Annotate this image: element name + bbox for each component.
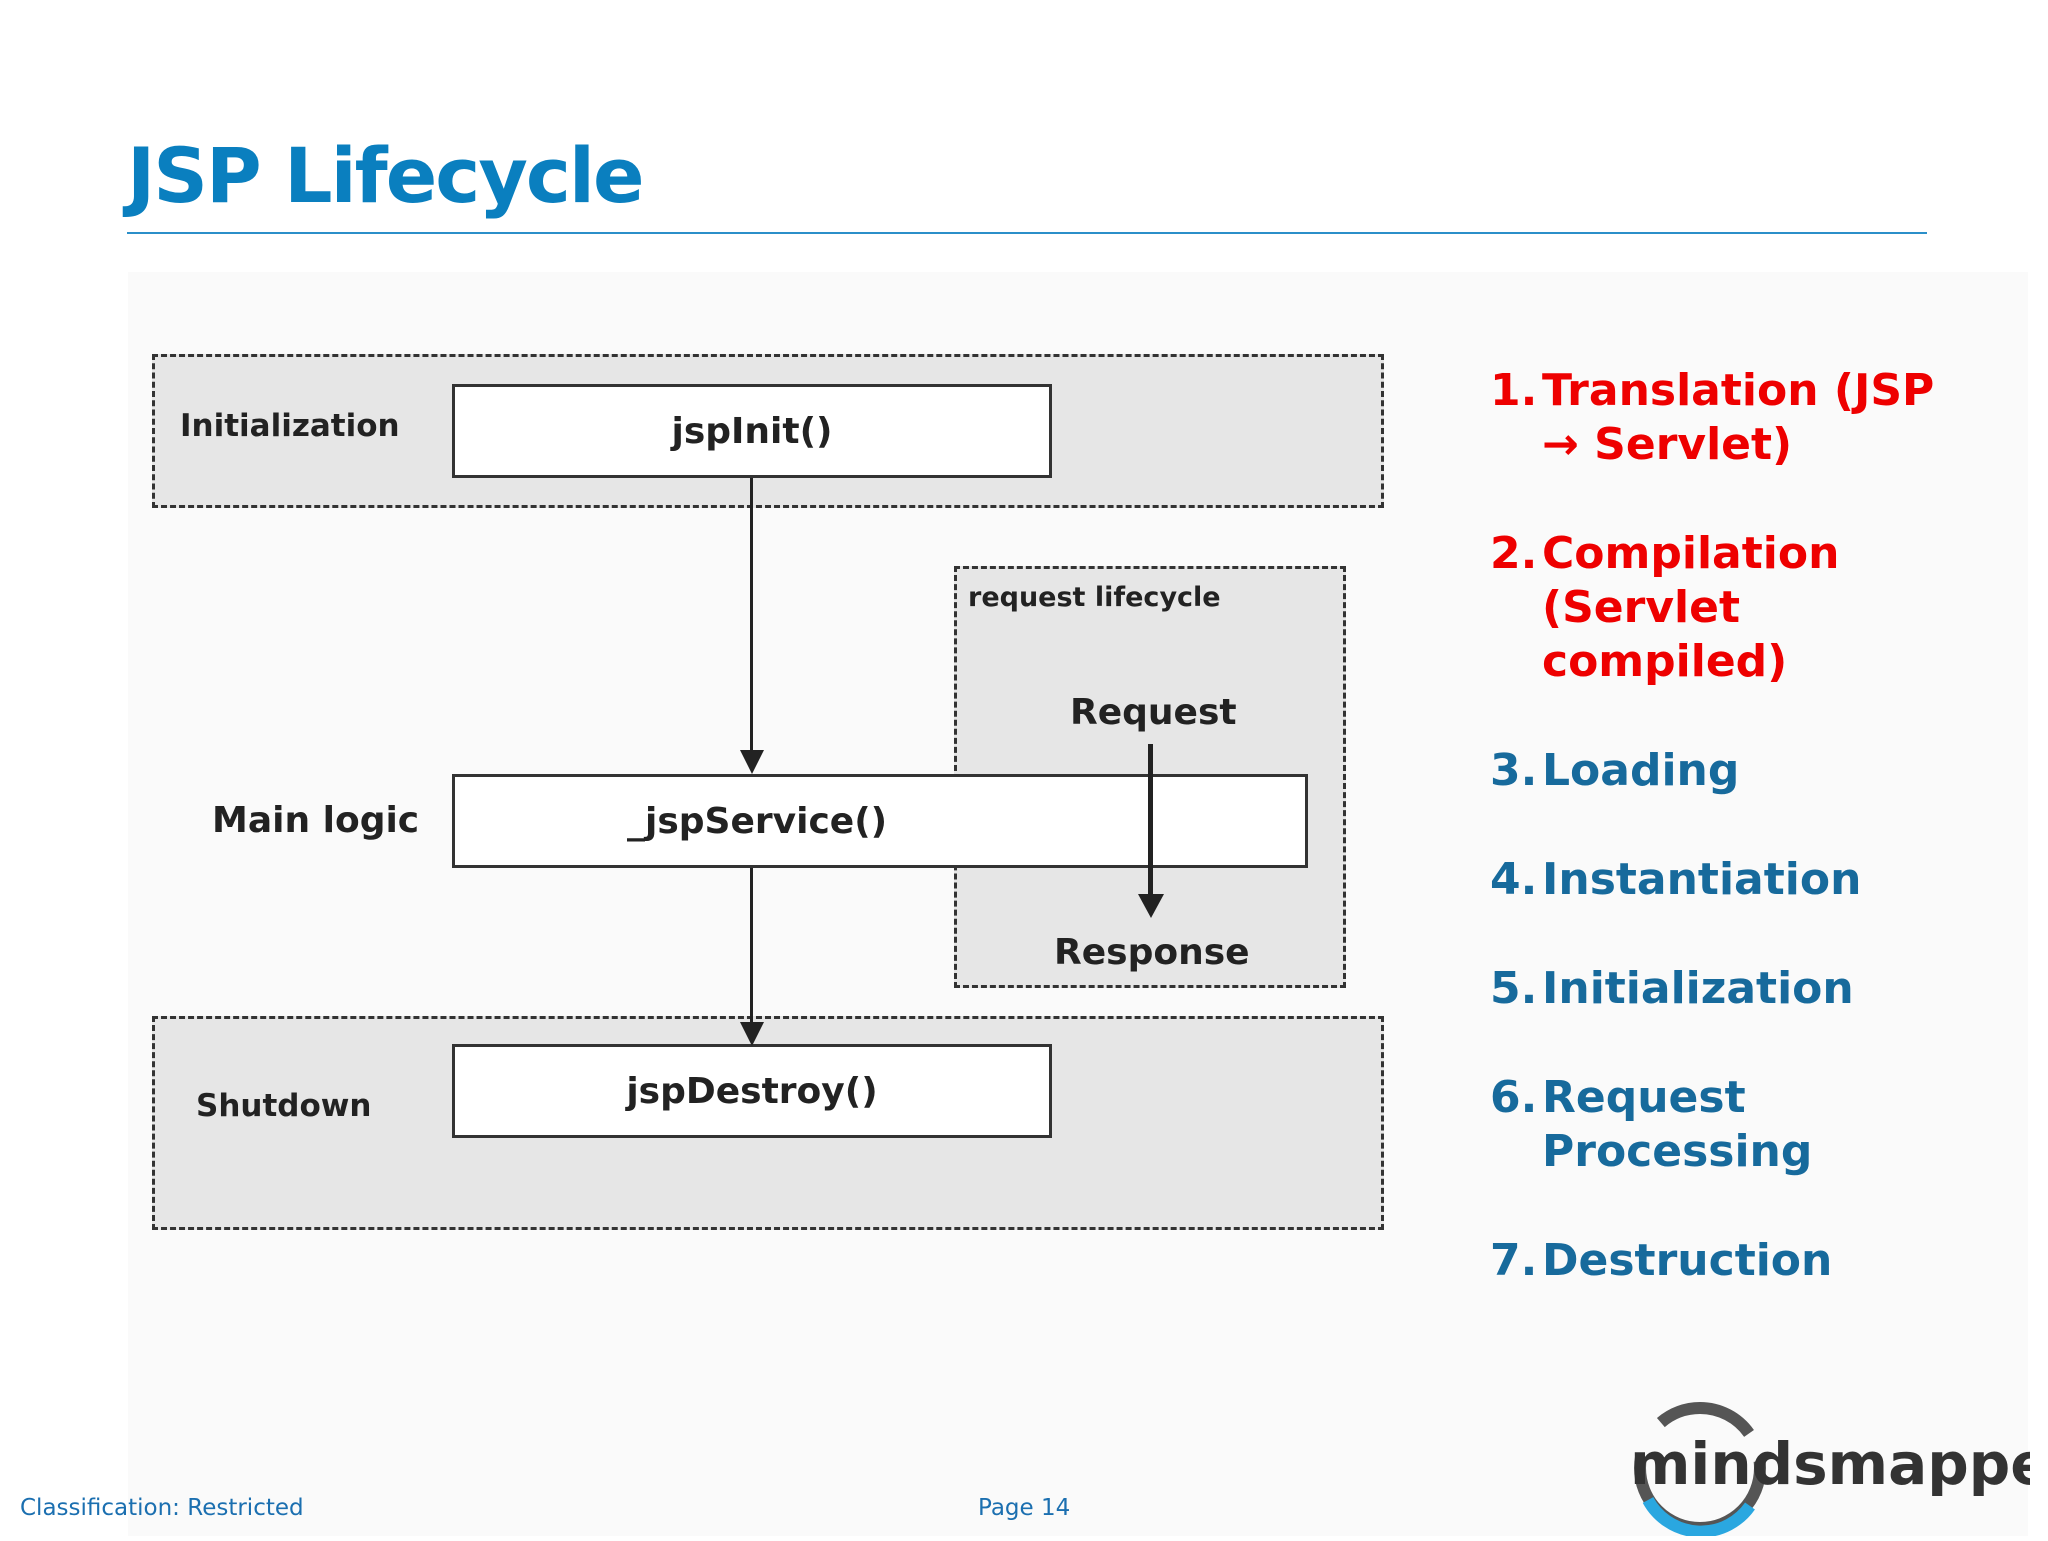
- step-text: Loading: [1542, 745, 1740, 796]
- response-label: Response: [1054, 932, 1250, 973]
- step-text: Instantiation: [1542, 854, 1862, 905]
- request-lifecycle-label: request lifecycle: [968, 582, 1221, 613]
- title-underline: [127, 232, 1927, 234]
- main-logic-label: Main logic: [212, 800, 420, 841]
- shutdown-label: Shutdown: [196, 1088, 372, 1124]
- request-label: Request: [1070, 692, 1237, 733]
- jspinit-box: jspInit(): [452, 384, 1052, 478]
- step-item: 7. Destruction: [1490, 1234, 2030, 1288]
- slide-title: JSP Lifecycle: [127, 131, 644, 220]
- step-text-line2: Processing: [1542, 1126, 1813, 1177]
- initialization-label: Initialization: [180, 408, 400, 444]
- classification-label: Classification: Restricted: [20, 1495, 304, 1521]
- step-number: 5.: [1490, 963, 1538, 1014]
- step-text-line2: (Servlet: [1542, 582, 1740, 633]
- lifecycle-steps-list: 1. Translation (JSP→ Servlet) 2. Compila…: [1490, 364, 2030, 1343]
- step-text: Destruction: [1542, 1235, 1833, 1286]
- step-item: 4. Instantiation: [1490, 853, 2030, 907]
- step-number: 7.: [1490, 1235, 1538, 1286]
- step-item: 3. Loading: [1490, 744, 2030, 798]
- jspdestroy-box: jspDestroy(): [452, 1044, 1052, 1138]
- init-to-service-arrow-head: [740, 750, 764, 774]
- step-text-line3: compiled): [1542, 636, 1788, 687]
- step-text: Request: [1542, 1072, 1746, 1123]
- step-number: 3.: [1490, 745, 1538, 796]
- service-to-destroy-arrow-line: [750, 868, 753, 1036]
- step-text: Compilation: [1542, 528, 1840, 579]
- step-text: Translation (JSP: [1542, 365, 1935, 416]
- init-to-service-arrow-line: [750, 478, 753, 750]
- mindsmapped-logo: mindsmapped: [1590, 1388, 2048, 1538]
- request-to-response-arrow-line: [1148, 744, 1153, 894]
- step-number: 6.: [1490, 1072, 1538, 1123]
- page-number: Page 14: [978, 1495, 1071, 1521]
- step-number: 1.: [1490, 365, 1538, 416]
- request-to-response-arrow-head: [1138, 894, 1164, 918]
- step-number: 2.: [1490, 528, 1538, 579]
- step-item: 1. Translation (JSP→ Servlet): [1490, 364, 2030, 472]
- mindsmapped-logo-icon: mindsmapped: [1630, 1402, 2048, 1538]
- step-item: 5. Initialization: [1490, 962, 2030, 1016]
- step-text-line2: → Servlet): [1542, 419, 1793, 470]
- jspservice-box: _jspService(): [452, 774, 1308, 868]
- service-to-destroy-arrow-head: [740, 1022, 764, 1046]
- logo-wordmark: mindsmapped: [1630, 1430, 2030, 1498]
- step-number: 4.: [1490, 854, 1538, 905]
- step-text: Initialization: [1542, 963, 1854, 1014]
